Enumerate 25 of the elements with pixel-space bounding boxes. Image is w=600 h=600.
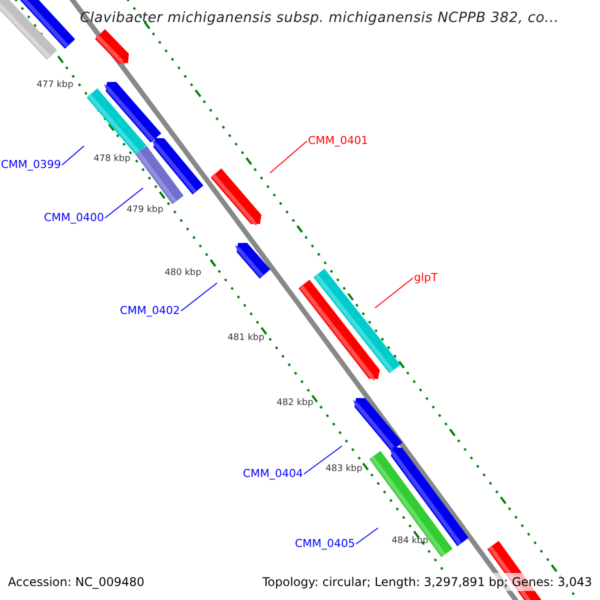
gene-label: CMM_0400 <box>44 211 104 224</box>
leader-line <box>180 282 218 312</box>
leader-line <box>62 146 84 166</box>
leader-line <box>270 140 308 174</box>
genome-summary-text: Topology: circular; Length: 3,297,891 bp; Genes: 3,043 <box>262 573 592 591</box>
title: Clavibacter michiganensis subsp. michiganensis NCPPB 382, co... <box>80 9 559 28</box>
gene-label: glpT <box>414 271 438 284</box>
scale-label: 480 kbp <box>164 268 202 279</box>
leader-line <box>304 446 342 474</box>
scale-label: 482 kbp <box>276 398 314 409</box>
scale-label: 479 kbp <box>126 205 164 216</box>
gene-label: CMM_0399 <box>0 158 61 171</box>
gene-label: CMM_0404 <box>242 467 303 480</box>
scale-label: 477 kbp <box>36 80 74 91</box>
gene-label: CMM_0405 <box>294 537 355 550</box>
scale-label: 478 kbp <box>94 154 130 165</box>
gene-label: CMM_0401 <box>308 134 368 147</box>
leader-line <box>104 188 144 218</box>
scale-label: 484 kbp <box>392 536 428 547</box>
gene-label: CMM_0402 <box>120 304 180 317</box>
accession-text: Accession: NC_009480 <box>8 574 144 591</box>
leader-line <box>374 278 414 308</box>
leader-line <box>356 528 378 544</box>
scale-label: 483 kbp <box>326 464 362 475</box>
scale-label: 481 kbp <box>228 333 264 344</box>
